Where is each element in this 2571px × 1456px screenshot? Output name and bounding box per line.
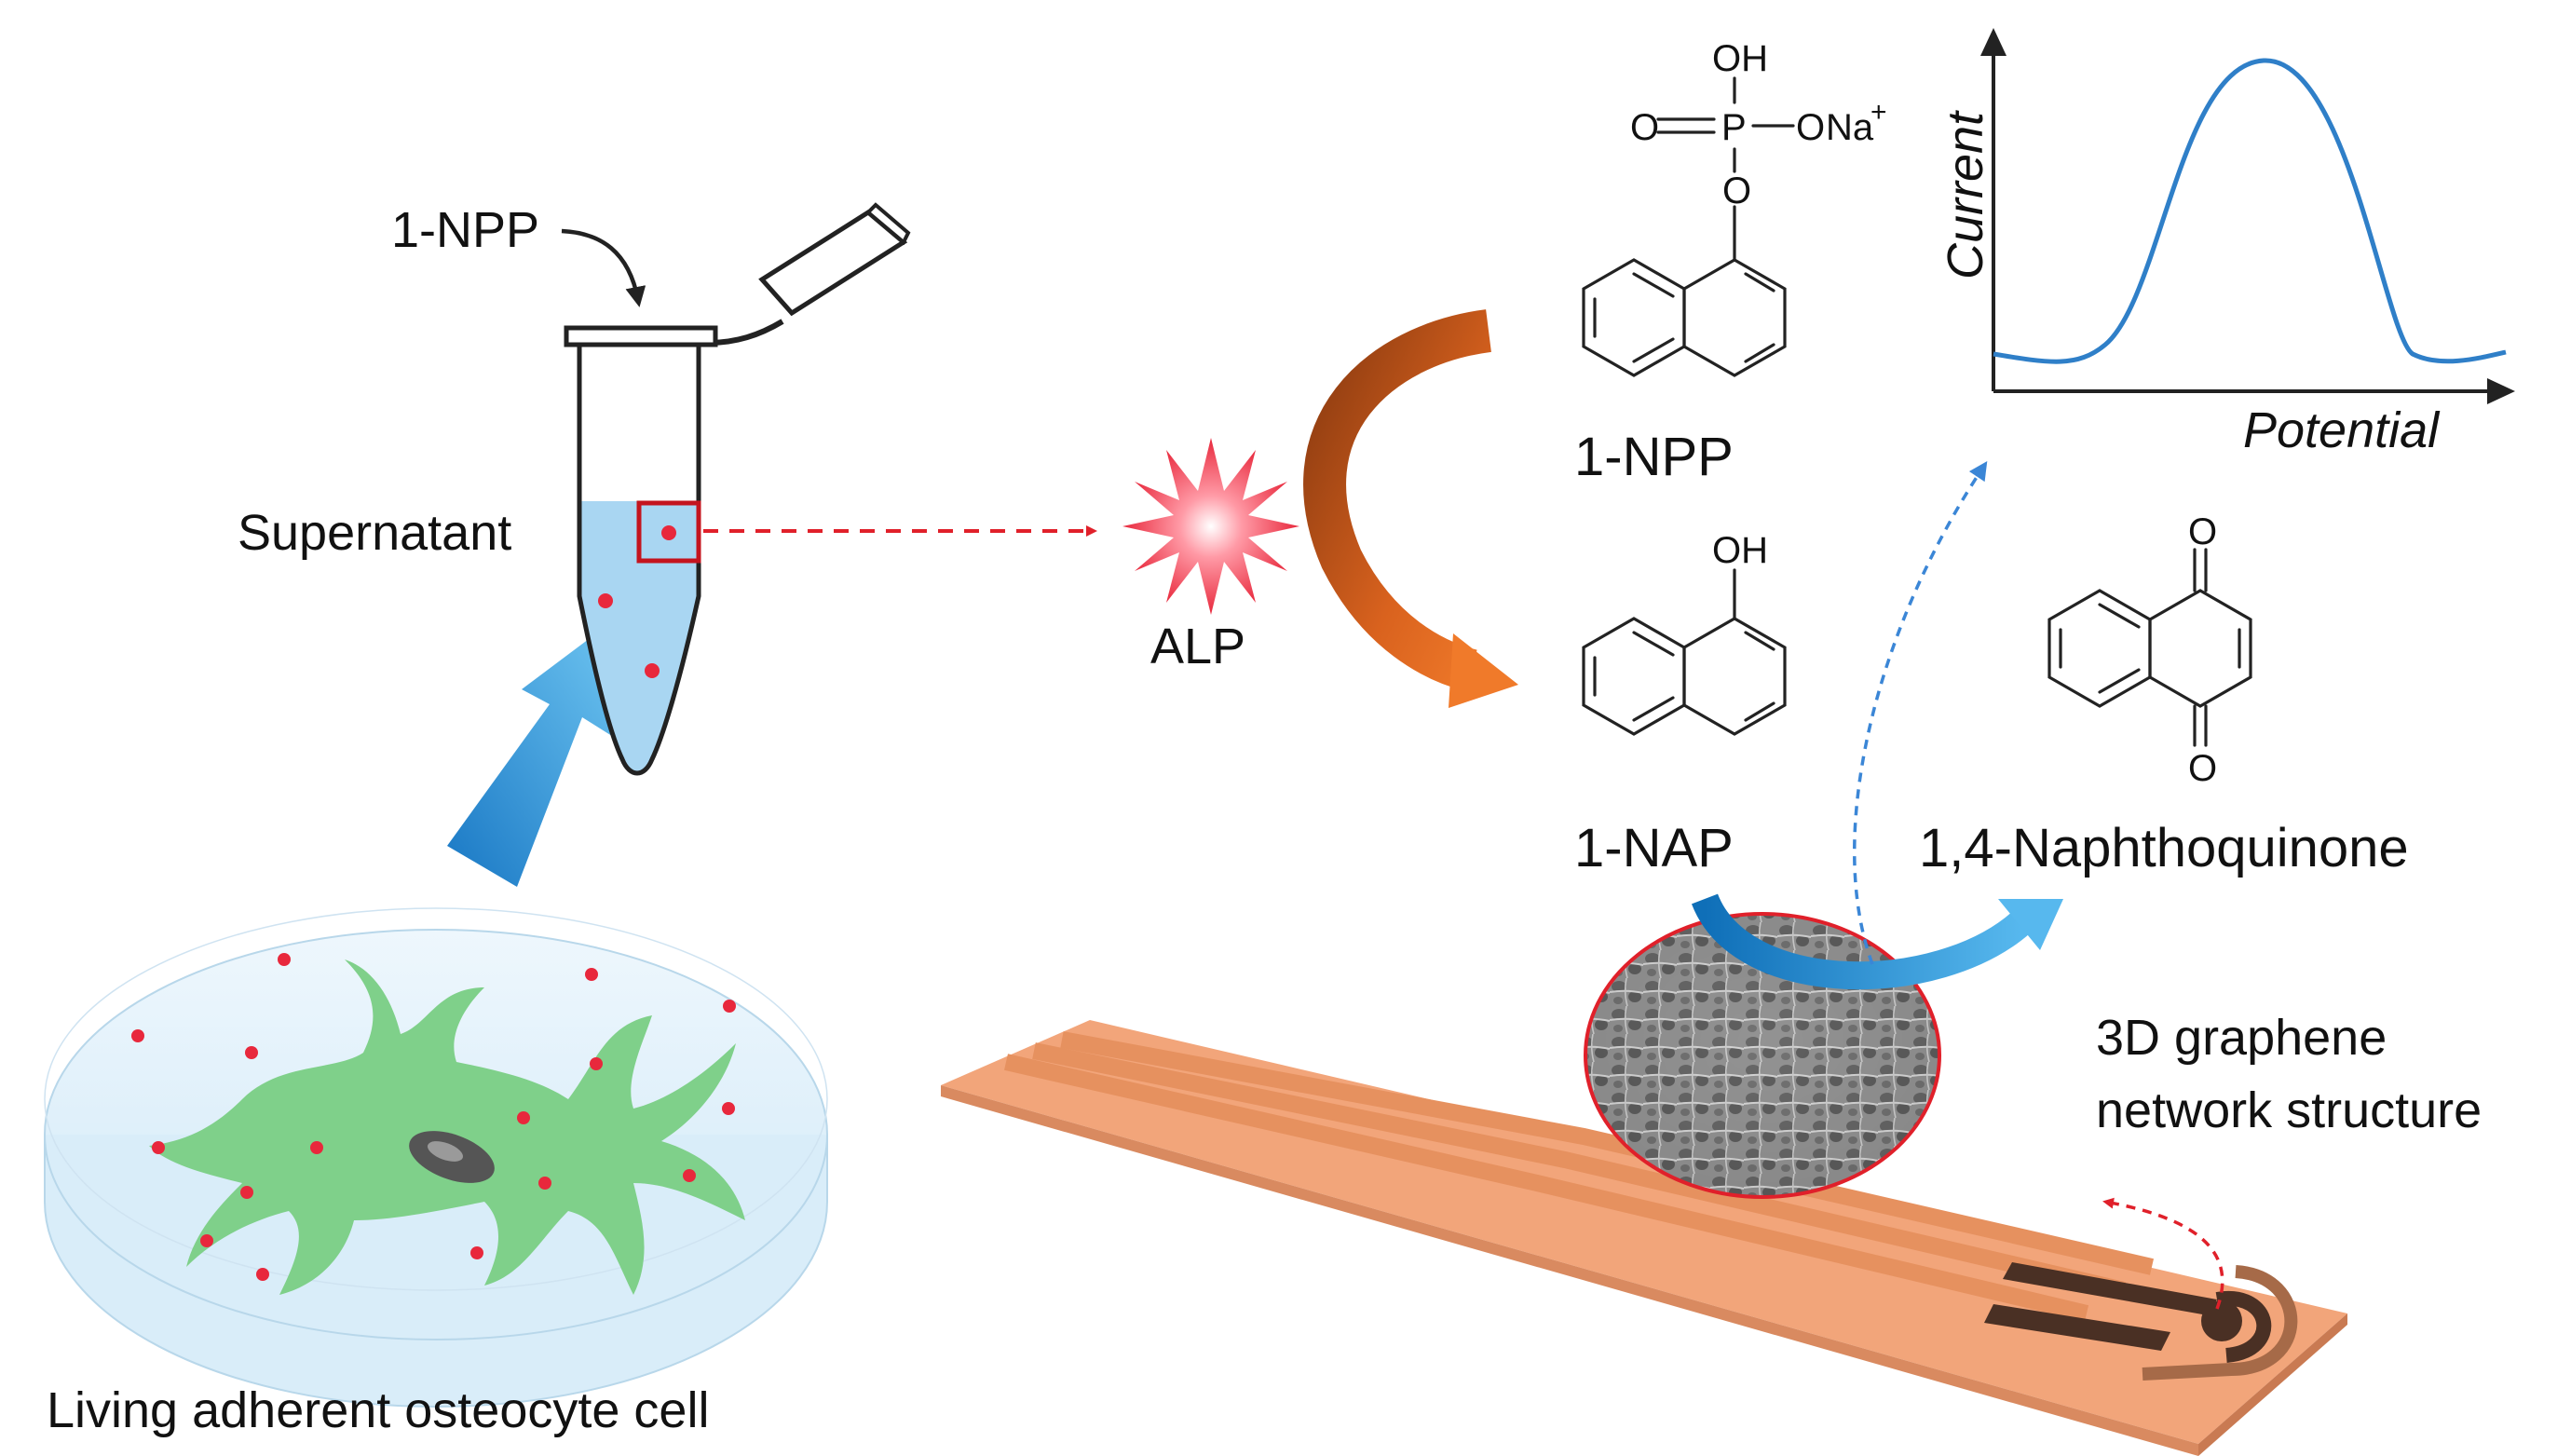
voltammogram-curve: [1993, 58, 2507, 364]
y-axis-label: Current: [1938, 110, 1993, 279]
supernatant-label: Supernatant: [238, 505, 511, 561]
npp-molecule: O P OH O O Na +: [1582, 38, 1887, 377]
add-substrate-arrow: [561, 228, 646, 307]
hydrolysis-arrow: [1303, 309, 1518, 708]
oxidation-arrow: [1691, 892, 2063, 990]
naphthoquinone-molecule: O O: [2047, 511, 2252, 789]
alp-burst-icon: [1122, 438, 1299, 615]
nq-top-oxygen: O: [2188, 511, 2217, 552]
voltammogram-plot: Current Potential: [1938, 28, 2515, 458]
npp-o-bridge: O: [1722, 170, 1751, 211]
osteocyte-cell-icon: [149, 959, 745, 1295]
x-axis-label: Potential: [2243, 402, 2441, 458]
nap-molecule: OH: [1582, 530, 1787, 736]
npp-p-atom: P: [1721, 107, 1747, 148]
npp-o-single: O: [1796, 107, 1825, 148]
tube-icon: [564, 202, 911, 776]
npp-label: 1-NPP: [1574, 427, 1734, 487]
transfer-arrow: [447, 633, 615, 887]
npp-oh-group: OH: [1712, 38, 1768, 79]
npp-na-ion: Na: [1826, 107, 1874, 148]
alp-particles: [131, 953, 736, 1281]
nap-label: 1-NAP: [1574, 818, 1734, 878]
npp-input-label: 1-NPP: [391, 202, 539, 258]
zoom-arrow: [2102, 1197, 2224, 1310]
nq-bottom-oxygen: O: [2188, 748, 2217, 789]
graphene-label-line2: network structure: [2096, 1082, 2482, 1138]
nap-oh-group: OH: [1712, 530, 1768, 571]
alp-label: ALP: [1150, 619, 1245, 674]
cell-label: Living adherent osteocyte cell: [47, 1382, 709, 1438]
npp-o-double: O: [1630, 107, 1659, 148]
npp-plus-charge: +: [1870, 97, 1887, 128]
naphthoquinone-label: 1,4-Naphthoquinone: [1919, 818, 2409, 878]
electrode-icon: [941, 1020, 2347, 1456]
signal-arrow: [1853, 461, 1988, 965]
graphene-label-line1: 3D graphene: [2096, 1010, 2387, 1066]
